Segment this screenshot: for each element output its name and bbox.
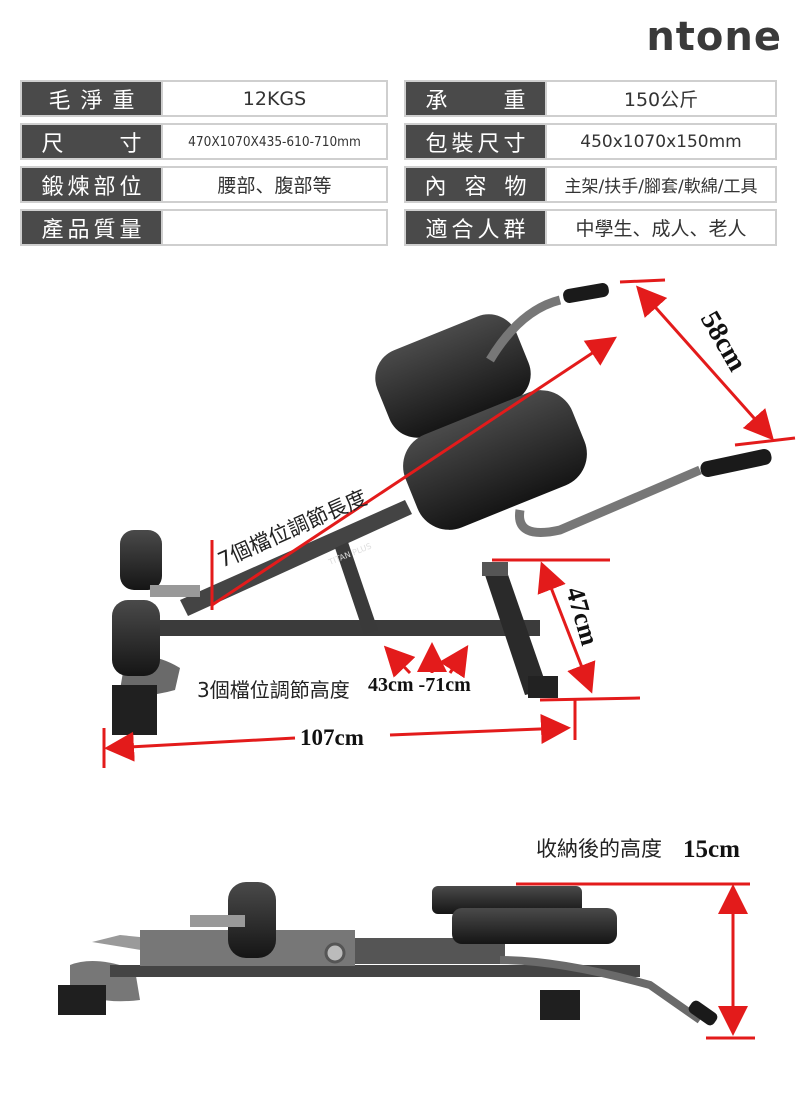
spec-label: 尺寸 xyxy=(20,123,163,160)
pad-length-label: 58cm xyxy=(694,306,753,377)
spec-value: 12KGS xyxy=(163,80,388,117)
dimension-arrows xyxy=(102,278,796,768)
spec-label: 承重 xyxy=(404,80,547,117)
spec-label: 包裝尺寸 xyxy=(404,123,547,160)
bench-assembled: TITAN PLUS xyxy=(112,283,772,735)
spec-label: 適合人群 xyxy=(404,209,547,246)
spec-value xyxy=(163,209,388,246)
folded-height-arrows xyxy=(516,882,755,1040)
depth-label: 47cm xyxy=(560,584,604,649)
spec-value: 腰部、腹部等 xyxy=(163,166,388,203)
spec-value: 470X1070X435-610-710mm xyxy=(163,123,388,160)
spec-value: 450x1070x150mm xyxy=(547,123,777,160)
folded-height-label: 收納後的高度 xyxy=(536,837,662,861)
height-range-label: 43cm -71cm xyxy=(368,674,471,696)
spec-value: 主架/扶手/腳套/軟綿/工具 xyxy=(547,166,777,203)
spec-label: 內容物 xyxy=(404,166,547,203)
spec-value: 150公斤 xyxy=(547,80,777,117)
spec-label: 產品質量 xyxy=(20,209,163,246)
height-adjust-label: 3個檔位調節高度 xyxy=(197,678,350,702)
width-label: 107cm xyxy=(300,725,364,750)
spec-table: 毛淨重 12KGS 承重 150公斤 尺寸 470X1070X435-610-7… xyxy=(20,80,777,246)
bench-folded xyxy=(58,882,718,1026)
folded-height-value: 15cm xyxy=(683,836,740,863)
spec-value: 中學生、成人、老人 xyxy=(547,209,777,246)
brand-logo: ntone xyxy=(646,14,782,60)
spec-label: 毛淨重 xyxy=(20,80,163,117)
spec-label: 鍛煉部位 xyxy=(20,166,163,203)
